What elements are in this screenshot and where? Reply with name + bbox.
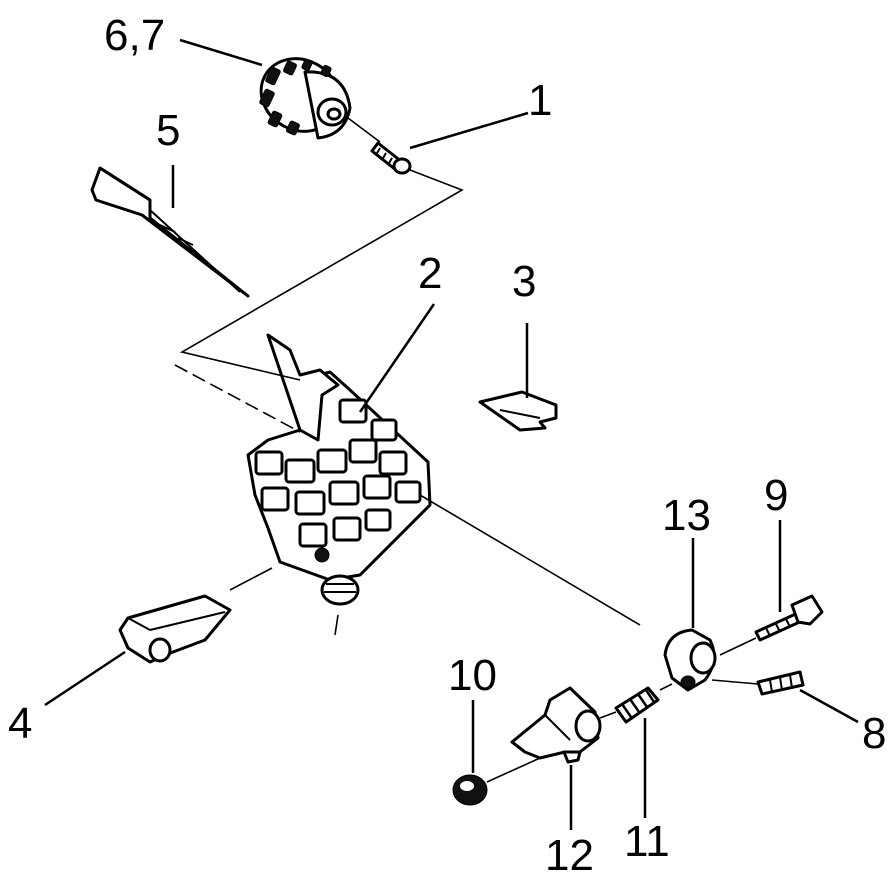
part-2-main-body — [246, 333, 432, 606]
part-12-lever — [510, 686, 602, 764]
label-12: 12 — [545, 831, 594, 878]
label-2: 2 — [418, 249, 442, 298]
label-10: 10 — [448, 651, 497, 700]
label-1: 1 — [528, 76, 552, 125]
part-5-blade — [90, 166, 250, 298]
label-8: 8 — [862, 709, 886, 758]
part-4-latch — [118, 594, 232, 664]
label-5: 5 — [156, 106, 180, 155]
part-8-set-screw — [756, 670, 805, 696]
part-1-screw — [370, 141, 412, 175]
part-3-clip — [478, 390, 558, 432]
part-10-nut — [452, 774, 488, 806]
callout-labels: 1 2 3 4 5 6,7 8 9 10 11 12 13 — [8, 11, 886, 878]
label-3: 3 — [512, 257, 536, 306]
part-6-7-adjusting-wheel — [259, 57, 352, 140]
label-13: 13 — [662, 491, 711, 540]
label-9: 9 — [764, 471, 788, 520]
part-11-spring — [614, 686, 660, 724]
label-6-7: 6,7 — [104, 11, 165, 60]
part-13-collar — [663, 628, 717, 692]
leader-lines — [44, 38, 859, 830]
label-4: 4 — [8, 699, 32, 748]
assembly-lines — [174, 117, 759, 783]
label-11: 11 — [624, 817, 670, 866]
part-9-bolt — [754, 594, 824, 642]
